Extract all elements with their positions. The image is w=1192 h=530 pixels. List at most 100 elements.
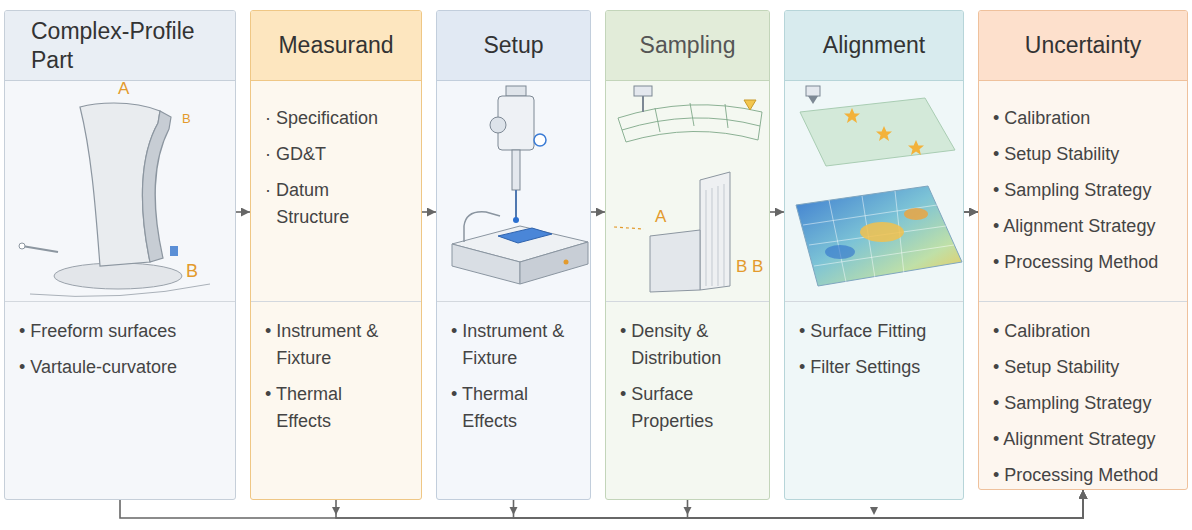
sampling-illustration [614,86,762,292]
deviation-blob [825,245,855,259]
probe-tip [808,96,818,104]
part-marker [170,246,178,256]
bus-drop-heads [332,507,878,515]
probe-stem [512,150,520,190]
stylus-tip [513,217,519,223]
stage-column: Uncertainty • Calibration • Setup Stabilit… [978,10,1188,490]
flow-arrow [422,211,436,213]
header-band: Uncertainty [979,11,1187,81]
part-plate [700,172,730,290]
part-side [142,111,171,262]
heatmap-grid [803,191,954,282]
ground-curve [30,284,210,296]
sample-plate [498,228,552,243]
stage-column: Setup • Instrument & Fixture • Thermal Eff… [436,10,591,500]
upper-section [5,81,235,301]
bullet-item: • Sampling Strategy [993,390,1177,417]
probe-top [506,86,526,96]
bullet-item: • Filter Settings [799,354,953,381]
header-band: Sampling [606,11,769,81]
probe-head [498,96,534,150]
bullet-item: • Thermal Effects [265,381,384,435]
sampling-marker [744,100,756,110]
deviation-blob [904,208,928,220]
stage-title: Setup [483,31,543,60]
upper-section: • Calibration• Setup Stability• Sampling… [979,81,1187,301]
datum-letter: B [752,258,763,277]
probe-indicator [534,134,546,146]
bullet-item: • Calibration [993,318,1177,345]
deviation-blob [860,222,904,242]
header-band: Alignment [785,11,963,81]
bullet-item: • Surface Fitting [799,318,953,345]
stage-title: Complex-Profile Part [31,17,221,75]
bullet-item: • Alignment Strategy [993,426,1177,453]
drop-arrowhead [510,507,518,515]
fitted-sheet [800,98,955,166]
bullet-item: · Datum Structure [265,177,406,231]
stylus [515,190,517,218]
stage-title: Measurand [278,31,393,60]
bullet-item: • Processing Method [993,462,1177,489]
flow-arrow [236,211,250,213]
stage-column: Measurand· Specification· GD&T· Datum St… [250,10,422,500]
fixture-dot [564,260,569,265]
part-panel [80,103,160,266]
upper-section [785,81,963,301]
part-block [650,230,700,292]
stage-column: Sampling • Density & Distribution • Surfac… [605,10,770,500]
drop-arrowhead [332,507,340,515]
datum-letter: A [655,208,666,227]
upper-section [437,81,590,301]
bullet-item: • Setup Stability [993,141,1177,168]
lower-section: • Freeform surfaces • Vartaule-curvatore [5,301,235,498]
bullet-item: • Thermal Effects [451,381,570,435]
bullet-item: • Vartaule-curvatore [19,354,225,381]
flow-arrow [770,211,784,213]
part-pin [22,246,58,252]
lower-section: • Instrument & Fixture • Thermal Effects [251,301,421,498]
plate-ribs [706,184,724,286]
datum-letter: B [186,262,198,282]
fixture-clamp [464,212,500,242]
bullet-item: · GD&T [265,141,406,168]
bullet-item: • Calibration [993,105,1177,132]
flow-arrow [591,211,605,213]
bullet-item: • Instrument & Fixture [265,318,384,372]
header-band: Measurand [251,11,421,81]
pin-head [19,243,25,249]
datum-letter: A [118,80,129,99]
lower-section: • Surface Fitting • Filter Settings [785,301,963,498]
sampling-mesh [618,105,762,142]
sampling-mesh [618,103,762,142]
probe-knob [490,117,506,133]
stage-title: Alignment [823,31,925,60]
lower-section: • Density & Distribution • Surface Proper… [606,301,769,498]
drop-arrowhead [684,507,692,515]
fixture-front [452,244,520,284]
fit-point-star [844,108,860,123]
bullet-item: • Processing Method [993,249,1177,276]
cmm-probe-illustration [452,86,588,284]
fixture-side [520,242,588,284]
fit-point-star [908,140,924,155]
fit-point-star [876,126,892,141]
flow-arrow [964,211,978,213]
bullet-item: • Instrument & Fixture [451,318,570,372]
bullet-item: • Freeform surfaces [19,318,225,345]
datum-letter: B [736,258,747,277]
header-band: Setup [437,11,590,81]
header-band: Complex-Profile Part [5,11,235,81]
drop-arrowhead [870,507,878,515]
stage-title: Uncertainty [1025,31,1141,60]
bullet-item: • Density & Distribution [620,318,759,372]
part-base [54,263,182,289]
bullet-item: • Surface Properties [620,381,759,435]
bullet-item: • Setup Stability [993,354,1177,381]
bullet-item: • Alignment Strategy [993,213,1177,240]
lower-section: • Instrument & Fixture • Thermal Effects [437,301,590,498]
deviation-heatmap [796,186,962,286]
datum-letter: B [182,112,191,126]
stage-column: Alignment • Surface Fitting • Filter Setti… [784,10,964,500]
